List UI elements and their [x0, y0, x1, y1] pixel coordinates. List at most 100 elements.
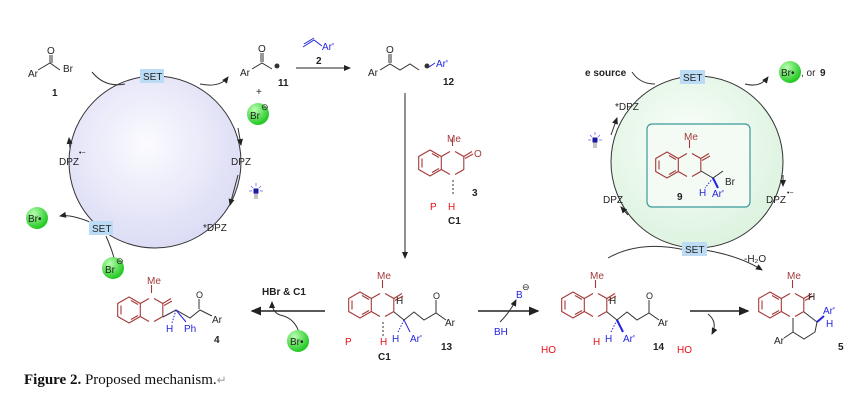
bromine-radical-label: Br• [781, 68, 795, 79]
set-label-top: SET [683, 73, 702, 84]
paragraph-mark: ↵ [216, 373, 227, 387]
bromine-radical-label: Br• [290, 337, 304, 348]
bromide-anion-ball: Br⊖ [102, 256, 124, 279]
bromine-radical-ball: Br• [779, 61, 801, 83]
ar-label: Ar [212, 315, 223, 326]
cycle-arrow [610, 117, 618, 136]
bromide-label: Br [105, 265, 116, 276]
cycle-arrow [237, 127, 243, 146]
right-catalytic-cycle: SET SET e source Br• , or 9 *DPZ DPZ DPZ… [585, 61, 826, 271]
curved-arrow-br-out [59, 211, 91, 223]
figure-caption: Figure 2. Proposed mechanism.↵ [24, 372, 227, 389]
phosphorus-label: P [430, 202, 437, 213]
bromine-radical-label: Br• [28, 214, 42, 225]
radical-anion-superscript: •− [787, 190, 794, 197]
plus-sign: + [256, 87, 262, 98]
set-label-box [89, 221, 113, 235]
ar-prime-label: Ar' [410, 334, 422, 345]
curved-arrow-out [744, 76, 769, 86]
svg-text:⊖: ⊖ [522, 282, 530, 292]
bromine-radical-ball: Br• [26, 207, 48, 229]
compound-9-inset: Me Br Ar' H 9 [646, 123, 751, 208]
deprotonation-arrow: B ⊖ BH [478, 282, 540, 338]
methyl-label: Me [447, 134, 461, 145]
compound-13: Me O Ar H H Ar' P H C1 13 [345, 271, 456, 363]
blue-led-icon [587, 131, 603, 149]
hydrogen-label: H [593, 337, 600, 348]
ar-label: Ar [445, 318, 456, 329]
ar-prime-label: Ar' [436, 59, 448, 70]
svg-text:O: O [433, 291, 440, 301]
ar-prime-label: Ar' [623, 334, 635, 345]
set-label-box [140, 69, 164, 83]
br-label: Br [725, 177, 736, 188]
ar-label: Ar [240, 68, 251, 79]
oxygen-label: O [386, 45, 394, 56]
blue-led-icon [248, 182, 264, 200]
curved-arrow-br-in [105, 235, 115, 259]
cycle-arrow [66, 137, 73, 149]
ar-prime-label: Ar' [823, 306, 835, 317]
set-label-top: SET [143, 72, 162, 83]
hydrogen-label: H [448, 202, 455, 213]
dpz-excited-label: *DPZ [615, 102, 639, 113]
catalyst-label: C1 [448, 216, 461, 227]
phosphoric-acid-label: HO [677, 345, 692, 356]
compound-number: 9 [820, 68, 826, 79]
phosphorus-label: P [345, 337, 352, 348]
phenyl-label: Ph [184, 324, 196, 335]
ar-prime-label: Ar' [712, 189, 724, 200]
curved-arrow-in [631, 71, 656, 85]
ar-label: Ar [28, 69, 39, 80]
compound-number: 13 [441, 342, 453, 353]
ar-prime-label: Ar' [322, 42, 334, 53]
bromide-anion-ball: Br⊖ [247, 102, 269, 125]
hydrogen-label: H [380, 337, 387, 348]
cyclization-arrow: HO [677, 306, 750, 356]
methyl-label: Me [684, 132, 698, 143]
compound-number: 11 [278, 78, 289, 89]
methyl-label: Me [147, 276, 161, 287]
compound-number: 2 [316, 56, 322, 67]
base-label: B [516, 290, 523, 301]
hydrogen-label: H [396, 296, 403, 307]
radical-anion-superscript: •− [79, 150, 86, 157]
compound-number: 5 [838, 342, 844, 353]
compound-number: 14 [653, 342, 665, 353]
hydrogen-label: H [166, 324, 173, 335]
e-source-label: e source [585, 68, 627, 79]
dpz-label: DPZ [231, 157, 251, 168]
reagent-2: Ar' 2 [296, 37, 351, 71]
left-catalytic-cycle: SET SET DPZ *DPZ DPZ •− Br⊖ Br• Br⊖ [26, 69, 269, 279]
minus-water-label: -H₂O [744, 254, 766, 265]
hydrogen-label: H [699, 188, 706, 199]
methyl-label: Me [590, 271, 604, 282]
compound-12: Ar O Ar' 12 [368, 45, 455, 88]
hbr-elimination-arrow: HBr & C1 Br• [250, 287, 325, 352]
caption-label: Figure 2. [24, 372, 82, 388]
compound-number: 9 [677, 192, 683, 203]
dpz-radical-anion-label: DPZ [766, 195, 786, 206]
ar-label: Ar [658, 318, 669, 329]
hydrogen-label: H [826, 319, 833, 330]
compound-11: Ar O 11 + [240, 44, 289, 98]
cycle-arrow [228, 174, 239, 206]
compound-number: 12 [443, 77, 455, 88]
dpz-radical-anion-label: DPZ [59, 157, 79, 168]
compound-number: 1 [52, 88, 58, 99]
compound-14: Me O Ar H H Ar' HO H 14 [541, 271, 669, 356]
bromide-label: Br [250, 111, 261, 122]
compound-1: Ar O Br 1 [28, 46, 74, 99]
cycle-arrow [620, 206, 629, 216]
hydrogen-label: H [392, 334, 399, 345]
ar-label: Ar [774, 336, 785, 347]
svg-text:O: O [646, 291, 653, 301]
svg-text:⊖: ⊖ [116, 256, 124, 266]
curved-arrow-in [91, 71, 126, 86]
oxygen-label: O [258, 44, 266, 55]
hydrogen-label: H [609, 296, 616, 307]
dpz-excited-label: *DPZ [203, 223, 227, 234]
curved-arrow-out [199, 76, 229, 86]
compound-5: Me Ar Ar' H H 5 [758, 271, 844, 353]
